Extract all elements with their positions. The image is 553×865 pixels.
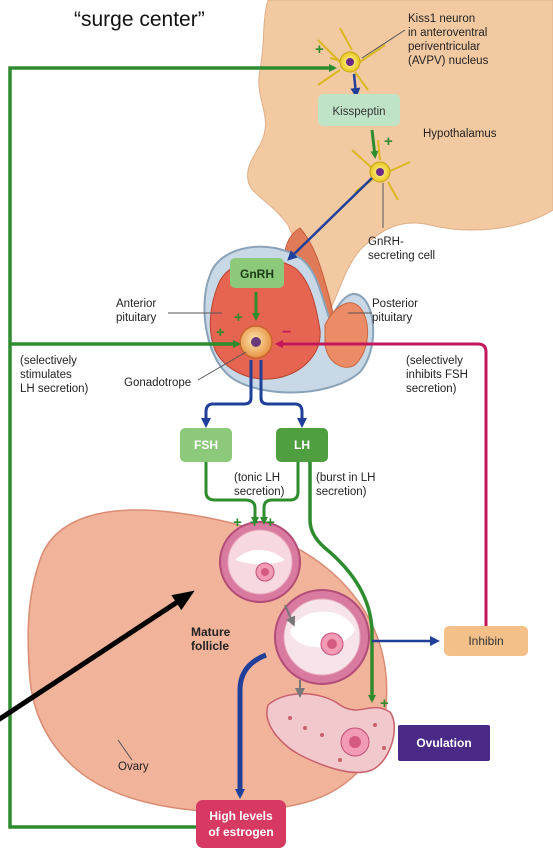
gnrh-box: GnRH [230,258,284,288]
anterior-pituitary-label: Anterior pituitary [116,298,157,324]
plus-sign-follicle-1: + [233,514,242,531]
gnrh-cell-label: GnRH- secreting cell [368,236,435,262]
svg-text:(selectively: (selectively [20,355,77,367]
selectively-inhibits-label: (selectively inhibits FSH secretion) [406,355,468,395]
plus-sign-follicle-2: + [250,514,259,531]
svg-text:Kiss1 neuron: Kiss1 neuron [408,13,475,25]
kisspeptin-to-gnrh-neuron-arrow [370,129,379,159]
minus-sign-inhibin: − [282,324,291,341]
svg-text:secreting cell: secreting cell [368,250,435,262]
svg-text:periventricular: periventricular [408,41,480,53]
svg-text:in anteroventral: in anteroventral [408,27,487,39]
inhibin-box: Inhibin [444,626,528,656]
inhibin-feedback-line [275,340,488,626]
estrogen-label-line1: High levels [209,809,273,823]
gonadotrope-label: Gonadotrope [124,377,191,389]
plus-sign-ovulation: + [380,695,389,712]
mature-follicle-shape [274,589,370,685]
gnrh-label: GnRH [240,267,274,281]
gonadotrope-to-lh-arrow [259,360,307,428]
svg-text:Anterior: Anterior [116,298,156,310]
svg-text:pituitary: pituitary [372,312,413,324]
high-estrogen-box: High levels of estrogen [196,800,286,848]
svg-text:Mature: Mature [191,625,231,639]
hypothalamus-label: Hypothalamus [423,128,497,140]
svg-text:(tonic LH: (tonic LH [234,472,280,484]
tonic-lh-label: (tonic LH secretion) [234,472,285,498]
burst-lh-label: (burst in LH secretion) [316,472,375,498]
svg-text:GnRH-: GnRH- [368,236,404,248]
svg-text:stimulates: stimulates [20,369,72,381]
svg-text:pituitary: pituitary [116,312,157,324]
gnrh-neuron-to-gnrh-arrow [287,177,373,261]
estrogen-feedback-loop-outer [8,64,337,829]
svg-text:LH secretion): LH secretion) [20,383,89,395]
plus-sign-follicle-3: + [266,514,275,531]
svg-text:secretion): secretion) [406,383,457,395]
gonadotrope-leader [197,351,247,381]
estrogen-label-line2: of estrogen [208,825,273,839]
kiss1-neuron-label: Kiss1 neuron in anteroventral periventri… [408,13,489,67]
selectively-stimulates-label: (selectively stimulates LH secretion) [20,355,89,395]
follicle-to-estrogen-arrow [235,652,267,799]
fsh-to-follicle-arrow [204,462,259,525]
diagram-title: “surge center” [74,8,205,31]
svg-text:secretion): secretion) [234,486,285,498]
kiss1-leader [361,29,406,59]
kiss1-neuron [317,27,386,91]
ovary-leader [117,739,133,761]
fsh-label: FSH [194,438,218,452]
primary-follicle [219,521,301,603]
kisspeptin-box: Kisspeptin [318,94,400,126]
fsh-box: FSH [180,428,232,462]
gnrh-neuron [351,139,411,201]
svg-text:follicle: follicle [191,639,229,653]
svg-text:(burst in LH: (burst in LH [316,472,375,484]
kisspeptin-label: Kisspeptin [332,106,385,118]
ovulation-label: Ovulation [416,736,471,750]
svg-text:(selectively: (selectively [406,355,463,367]
lh-label: LH [294,438,310,452]
svg-text:Posterior: Posterior [372,298,418,310]
gonadotrope-to-fsh-arrow [201,360,253,428]
mature-follicle-label: Mature follicle [191,625,231,653]
annotation-pointer-arrow [0,590,195,722]
follicle-progression-arrow-1 [284,604,296,627]
kiss1-to-kisspeptin-arrow [350,73,361,98]
ruptured-follicle [266,693,395,774]
plus-sign-gonadotrope: + [216,324,225,341]
svg-text:secretion): secretion) [316,486,367,498]
posterior-pituitary-label: Posterior pituitary [372,298,418,324]
ovulation-box: Ovulation [398,725,490,761]
ovary-label: Ovary [118,761,149,773]
plus-sign-kiss1: + [315,41,324,58]
lh-box: LH [276,428,328,462]
svg-text:inhibits FSH: inhibits FSH [406,369,468,381]
plus-sign-gnrh-neuron: + [384,133,393,150]
lh-tonic-to-follicle-arrow [260,462,300,525]
gonadotrope-cell [239,325,273,359]
plus-sign-gnrh: + [234,309,243,326]
svg-text:(AVPV) nucleus: (AVPV) nucleus [408,55,489,67]
inhibin-label: Inhibin [468,634,503,648]
lh-burst-to-ovulation-arrow [308,462,376,703]
